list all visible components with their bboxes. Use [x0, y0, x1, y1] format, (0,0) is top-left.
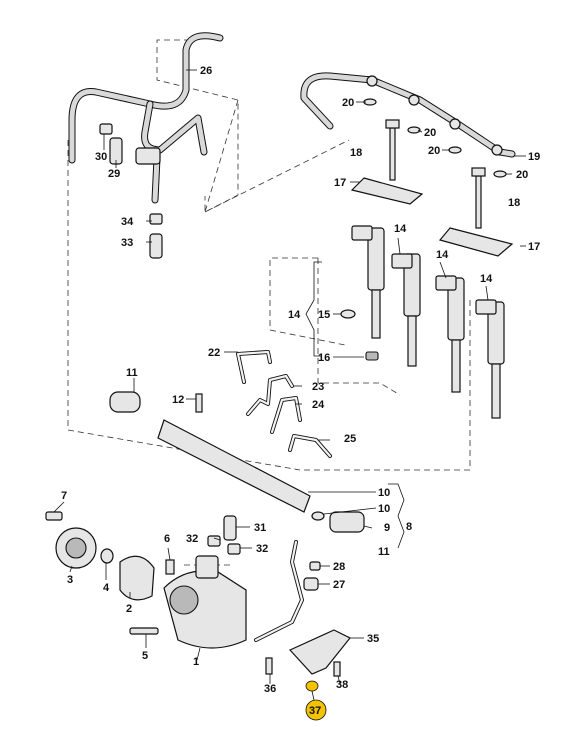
label-23: 23 — [312, 381, 324, 393]
label-24: 24 — [312, 399, 325, 411]
injector-4 — [475, 299, 505, 419]
label-31: 31 — [254, 522, 266, 534]
label-14-d: 14 — [288, 309, 301, 321]
label-18-a: 18 — [350, 147, 362, 159]
label-19: 19 — [528, 151, 540, 163]
label-27: 27 — [333, 579, 345, 591]
sensor-11 — [109, 391, 141, 413]
o-ring-20b — [407, 126, 421, 134]
nut-37 — [305, 680, 319, 692]
label-11-b: 11 — [378, 546, 390, 558]
hub-2 — [119, 555, 155, 601]
label-28: 28 — [333, 561, 345, 573]
label-5: 5 — [142, 650, 148, 662]
label-30: 30 — [95, 151, 107, 163]
label-4: 4 — [103, 582, 110, 594]
seal-10 — [311, 511, 325, 521]
bolt-5 — [129, 627, 159, 635]
label-11-a: 11 — [126, 367, 138, 379]
label-20-d: 20 — [516, 169, 528, 181]
label-38: 38 — [336, 679, 348, 691]
clip-30 — [99, 123, 113, 135]
label-14-a: 14 — [394, 223, 407, 235]
bolt-38 — [333, 661, 341, 677]
seal-15 — [340, 309, 356, 319]
label-37: 37 — [309, 705, 321, 717]
return-hose-assembly — [68, 32, 224, 259]
injector-return-line — [300, 72, 516, 178]
label-12: 12 — [172, 394, 184, 406]
label-7: 7 — [61, 490, 67, 502]
bracket-35 — [288, 629, 351, 675]
label-20-c: 20 — [428, 145, 440, 157]
o-ring-20d — [493, 170, 507, 178]
valve-9 — [329, 511, 365, 533]
label-32-b: 32 — [256, 543, 268, 555]
label-36: 36 — [264, 683, 276, 695]
label-37-badge — [305, 699, 327, 721]
label-15: 15 — [318, 309, 330, 321]
label-35: 35 — [367, 633, 379, 645]
label-25: 25 — [344, 433, 356, 445]
label-14-b: 14 — [436, 249, 449, 261]
label-20-b: 20 — [424, 127, 436, 139]
bolt-6 — [165, 559, 175, 575]
bolt-28 — [309, 561, 321, 571]
bolt-12 — [195, 393, 203, 413]
injector-2 — [391, 253, 421, 367]
label-18-b: 18 — [508, 197, 520, 209]
bolt-36 — [265, 657, 273, 675]
assembly-outlines — [67, 39, 471, 566]
label-1: 1 — [193, 656, 199, 668]
label-17-b: 17 — [528, 241, 540, 253]
high-pressure-pump-assembly — [45, 511, 247, 649]
sleeve-31 — [223, 515, 237, 541]
clip-27 — [303, 577, 319, 591]
label-20-a: 20 — [342, 97, 354, 109]
label-33: 33 — [121, 237, 133, 249]
bolt-7 — [45, 511, 63, 521]
washer-4 — [100, 548, 114, 564]
injection-pipes — [236, 350, 332, 458]
label-14-c: 14 — [480, 273, 493, 285]
label-26: 26 — [200, 65, 212, 77]
injectors — [340, 225, 505, 419]
label-22: 22 — [208, 347, 220, 359]
washer-16 — [365, 351, 379, 361]
label-3: 3 — [67, 574, 73, 586]
leader-lines — [53, 69, 526, 701]
clip-32a — [207, 535, 221, 547]
feed-line-and-bracket — [254, 540, 351, 692]
injector-clamps — [350, 119, 514, 257]
label-32-a: 32 — [186, 533, 198, 545]
sleeve-33 — [149, 233, 163, 259]
label-17-a: 17 — [334, 177, 346, 189]
label-10-a: 10 — [378, 487, 390, 499]
o-ring-20c — [448, 146, 462, 154]
injector-3 — [435, 275, 465, 393]
label-10-b: 10 — [378, 503, 390, 515]
label-34: 34 — [121, 216, 134, 228]
injector-1 — [351, 225, 385, 339]
part-labels: 26 30 29 34 33 20 20 20 20 19 18 18 17 1… — [61, 65, 540, 721]
label-6: 6 — [164, 533, 170, 545]
clip-32b — [227, 543, 241, 555]
label-9: 9 — [384, 522, 390, 534]
clip-34 — [149, 213, 163, 225]
label-2: 2 — [126, 603, 132, 615]
label-8: 8 — [406, 521, 412, 533]
label-29: 29 — [108, 168, 120, 180]
label-16: 16 — [318, 352, 330, 364]
fuel-rail-assembly — [109, 391, 365, 533]
